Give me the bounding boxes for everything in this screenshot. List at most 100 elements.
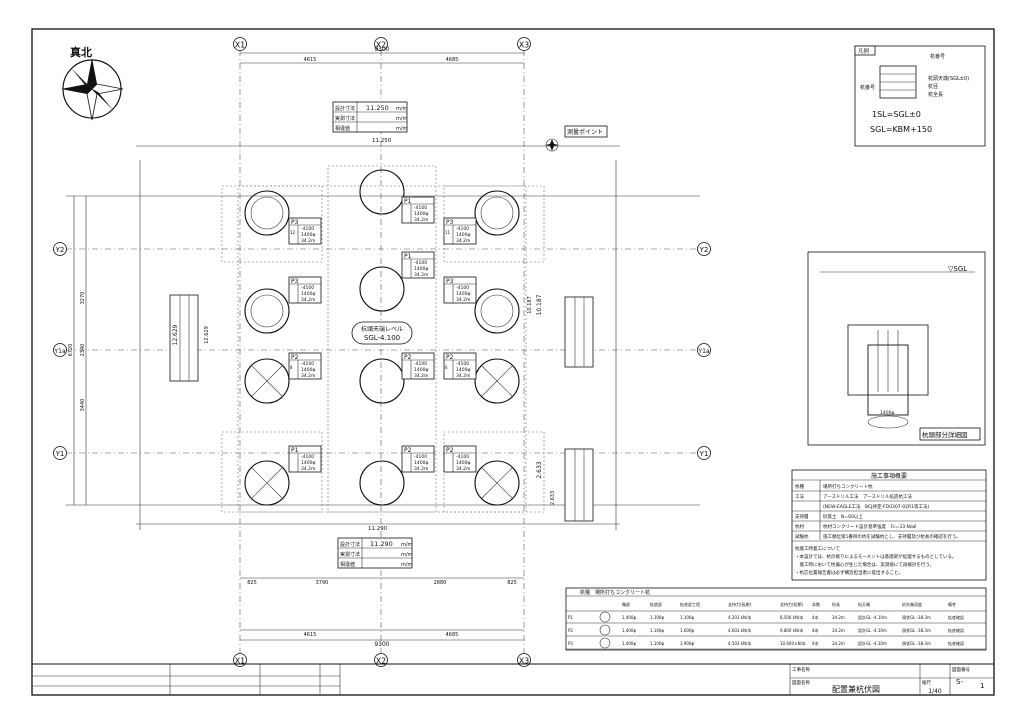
svg-text:杭種 場所打ちコンクリート杭: 杭種 場所打ちコンクリート杭 [580, 589, 650, 596]
north-label: 真北 [70, 45, 92, 59]
grid-bubble-y1a-right: Y1a [697, 343, 711, 357]
pile-tag-name: P3 [291, 278, 299, 285]
pile-p2-1 [244, 358, 290, 404]
pile-tag-dia: 1400φ [456, 291, 470, 297]
pile-tag-dia: 1400φ [301, 232, 315, 238]
grid-bubble-y1a-left: Y1a [53, 343, 67, 357]
pile-tag-name: P2 [404, 447, 412, 454]
overview-value: アースドリル工法 アースドリル拡底杭工法 [823, 493, 913, 500]
pile-tag-len: 34.2m [456, 373, 470, 379]
svg-text:図面番号: 図面番号 [952, 666, 970, 673]
pile-tag-name: P2 [291, 354, 299, 361]
svg-text:X2: X2 [376, 41, 387, 50]
pile-p1-2 [359, 266, 405, 312]
pile-tag-len: 34.2m [414, 272, 428, 278]
svg-text:11.290: 11.290 [370, 540, 393, 548]
pile-table-cell: 1,100φ [650, 615, 664, 620]
pile-table-cell: 4,603 kN/本 [728, 627, 751, 633]
svg-text:X3: X3 [519, 41, 530, 50]
pile-table-header: 杭天端 [858, 601, 870, 607]
svg-text:1400φ: 1400φ [880, 410, 894, 416]
svg-text:2880: 2880 [434, 580, 447, 586]
pile-tag-no: 8 [290, 365, 293, 370]
svg-text:m/m: m/m [401, 552, 413, 558]
svg-text:9300: 9300 [374, 641, 389, 648]
pile-tag-len: 34.2m [456, 466, 470, 472]
pile-tag-len: 34.2m [301, 297, 315, 303]
pile-tag-dia: 1400φ [414, 211, 428, 217]
pile-p2-2 [474, 358, 520, 404]
pile-table-header: 拡底部 [650, 601, 662, 607]
reference-lines [66, 145, 700, 530]
pile-table-header: 拡底部工程 [680, 601, 700, 607]
pile-table-cell: 設計GL -4.10m [858, 614, 887, 620]
pile-p3-4 [474, 288, 520, 334]
overview-table: 施工事項概要 [791, 469, 987, 581]
overview-value: 場所打ちコンクリート杭 [823, 483, 873, 490]
pile-table-cell: 1,600φ [680, 628, 694, 633]
pile-tag-name: P3 [291, 219, 299, 226]
pile-table-cell: 現状GL -38.3m [902, 614, 931, 620]
svg-text:▽SGL: ▽SGL [948, 265, 967, 273]
pile-table-cell: 設計GL -4.10m [858, 640, 887, 646]
pile-p2-4 [474, 460, 520, 506]
pile-table-header: 支持力(長期) [728, 601, 752, 607]
svg-text:X3: X3 [519, 657, 530, 666]
overview-note: ・本設計では、杭の掘りによるモーメントは基礎梁が処理するものとしている。 [795, 553, 957, 560]
pile-tag-name: P3 [446, 219, 454, 226]
svg-text:1SL=SGL±0: 1SL=SGL±0 [872, 110, 921, 119]
overview-key: 杭材 [795, 523, 804, 530]
pile-tag-name: P2 [404, 354, 412, 361]
overview-key: 杭種 [795, 483, 804, 490]
svg-text:SGL=KBM+150: SGL=KBM+150 [870, 125, 932, 134]
svg-text:実測寸法: 実測寸法 [335, 115, 355, 122]
svg-text:杭径: 杭径 [928, 83, 938, 90]
grid-lines-x [239, 50, 525, 655]
pile-p3-1 [244, 190, 290, 236]
overview-value: (NEW-EAGLE工法 BCJ評定-FD0307-02R1等工法) [823, 503, 929, 510]
svg-text:設計寸法: 設計寸法 [340, 541, 360, 548]
svg-text:10.187: 10.187 [527, 296, 533, 314]
overview-key: 支持層 [795, 513, 809, 520]
svg-text:m/m: m/m [401, 542, 413, 548]
overview-value: 杭材コンクリート設計基準強度 Fc=33 N/㎟ [823, 523, 916, 530]
grid-bubble-x2-top: X2 [374, 37, 388, 51]
info-box-left: 12.629 12.629 [169, 294, 210, 382]
pile-tag-dia: 1400φ [456, 460, 470, 466]
svg-text:杭頭天端レベル: 杭頭天端レベル [361, 325, 403, 333]
svg-text:施工事項概要: 施工事項概要 [871, 472, 907, 480]
pile-table-cell: 1,900φ [680, 641, 694, 646]
svg-text:10.187: 10.187 [536, 294, 543, 315]
pile-tag-len: 34.2m [301, 466, 315, 472]
pile-table-cell: 34.2m [832, 641, 845, 646]
svg-text:4685: 4685 [446, 57, 459, 63]
pile-head-detail: ▽SGL 1400φ 杭頭部分詳細図 [807, 251, 986, 446]
pile-tag-dia: 1400φ [301, 291, 315, 297]
svg-text:相違値: 相違値 [335, 125, 350, 132]
pile-table-header: 支持力(短期) [780, 601, 804, 607]
survey-point-marker: 測量ポイント [545, 125, 608, 152]
grid-bubble-x1-bottom: X1 [233, 653, 247, 667]
pile-table-cell: 4,503 kN/本 [728, 640, 751, 646]
pile-tag-no: 11 [445, 230, 451, 235]
dimension-top: 9300 4615 4685 [240, 46, 524, 64]
pile-tag-len: 34.2m [301, 238, 315, 244]
pile-p3-3 [244, 288, 290, 334]
pile-table-header: 杭先端深度 [902, 601, 922, 607]
svg-text:3270: 3270 [80, 292, 86, 305]
pile-table-cell: 1,100φ [650, 641, 664, 646]
grid-bubble-y2-right: Y2 [697, 242, 711, 256]
svg-text:12.629: 12.629 [172, 324, 179, 345]
legend-box: 凡例 杭番号 杭頭天端(SGL±0) 杭径 杭全長 杭番号 1SL=SGL±0 … [854, 45, 986, 147]
svg-text:図面名称: 図面名称 [792, 679, 810, 686]
overview-key: 試験杭 [795, 533, 809, 540]
pile-p1-4 [359, 460, 405, 506]
sheet-number: 1 [980, 682, 984, 690]
